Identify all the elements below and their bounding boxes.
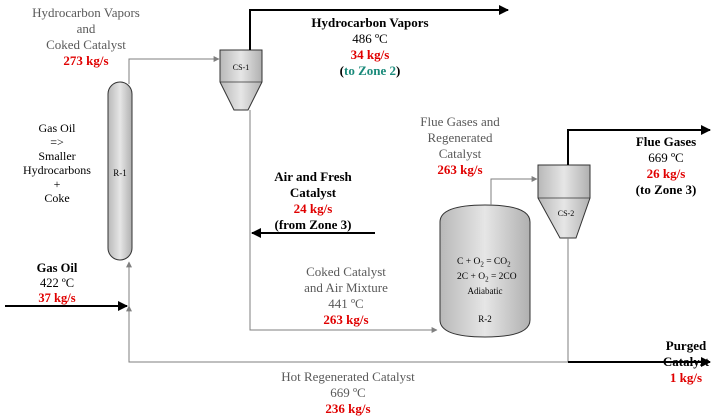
svg-text:37 kg/s: 37 kg/s [38,291,75,305]
vapors-destination: to Zone 2 [344,63,396,78]
line-cs1-to-r2 [249,110,438,333]
label-air-feed: Air and Fresh Catalyst 24 kg/s (from Zon… [274,169,352,232]
svg-text:Hot Regenerated Catalyst: Hot Regenerated Catalyst [281,369,415,384]
svg-text:and: and [77,21,96,36]
svg-text:1 kg/s: 1 kg/s [670,370,702,385]
label-reactor-outlet: Hydrocarbon Vapors and Coked Catalyst 27… [32,5,140,68]
line-r1-to-cs1 [128,56,220,84]
cyclone-separator-cs2: CS-2 [537,164,591,239]
label-flue-out: Flue Gases 669 ºC 26 kg/s (to Zone 3) [636,134,697,197]
label-coked-mixture: Coked Catalyst and Air Mixture 441 ºC 26… [304,264,388,327]
svg-text:236 kg/s: 236 kg/s [325,401,370,416]
arrow-flue-out [567,125,711,165]
svg-text:263 kg/s: 263 kg/s [437,162,482,177]
svg-text:Flue Gases: Flue Gases [636,134,696,149]
air-source: (from Zone 3) [274,217,351,232]
r2-label: R-2 [478,314,492,324]
cs1-label: CS-1 [233,63,249,72]
svg-text:Catalyst: Catalyst [663,354,710,369]
svg-text:Gas Oil: Gas Oil [39,121,77,135]
reactor-r1: R-1 [107,81,133,261]
svg-text:Hydrocarbon Vapors: Hydrocarbon Vapors [32,5,140,20]
svg-text:Coked Catalyst: Coked Catalyst [306,264,386,279]
svg-text:Hydrocarbons: Hydrocarbons [23,163,91,177]
svg-text:and Air Mixture: and Air Mixture [304,280,388,295]
svg-text:Flue Gases and: Flue Gases and [420,114,500,129]
svg-text:Air and Fresh: Air and Fresh [274,169,352,184]
label-gas-oil-feed: Gas Oil 422 ºC 37 kg/s [37,261,78,305]
line-r2-to-cs2 [490,176,538,205]
regen-equation-2: 2C + O2 = 2CO [457,272,517,284]
svg-text:24 kg/s: 24 kg/s [294,201,333,216]
regen-mode: Adiabatic [468,286,503,296]
svg-text:486 ºC: 486 ºC [352,31,387,46]
svg-text:422 ºC: 422 ºC [40,276,74,290]
label-flue-gas-catalyst: Flue Gases and Regenerated Catalyst 263 … [420,114,500,177]
process-lines [126,56,569,363]
svg-text:Regenerated: Regenerated [428,130,493,145]
svg-text:(to Zone 2): (to Zone 2) [340,63,401,78]
cs2-label: CS-2 [558,209,574,218]
svg-text:Smaller: Smaller [38,149,75,163]
svg-text:273 kg/s: 273 kg/s [63,53,108,68]
arrow-vapors-out [249,5,509,50]
label-reaction: Gas Oil => Smaller Hydrocarbons + Coke [23,121,91,205]
svg-text:263 kg/s: 263 kg/s [323,312,368,327]
svg-text:Gas Oil: Gas Oil [37,261,78,275]
cyclone-separator-cs1: CS-1 [219,49,263,111]
svg-text:669 ºC: 669 ºC [648,150,683,165]
line-cs2-return [126,238,569,363]
label-purge: Purged Catalyst 1 kg/s [663,338,710,385]
svg-text:669 ºC: 669 ºC [330,385,365,400]
reactor-r1-label: R-1 [113,168,127,178]
label-vapors-out: Hydrocarbon Vapors 486 ºC 34 kg/s (to Zo… [311,15,428,78]
svg-text:Coke: Coke [44,191,69,205]
svg-text:34 kg/s: 34 kg/s [351,47,390,62]
label-hot-catalyst: Hot Regenerated Catalyst 669 ºC 236 kg/s [281,369,415,416]
regen-equation-1: C + O2 = CO2 [457,257,511,269]
svg-text:441 ºC: 441 ºC [328,296,363,311]
svg-text:Hydrocarbon Vapors: Hydrocarbon Vapors [311,15,428,30]
svg-text:Catalyst: Catalyst [290,185,337,200]
svg-text:Coked Catalyst: Coked Catalyst [46,37,126,52]
svg-text:=>: => [50,135,64,149]
svg-text:26 kg/s: 26 kg/s [647,166,686,181]
regenerator-r2: R-2 C + O2 = CO2 2C + O2 = 2CO Adiabatic [439,204,531,338]
svg-text:Catalyst: Catalyst [439,146,482,161]
svg-text:+: + [54,177,61,191]
flue-destination: (to Zone 3) [636,182,697,197]
svg-text:Purged: Purged [666,338,707,353]
stream-arrows [5,5,711,367]
